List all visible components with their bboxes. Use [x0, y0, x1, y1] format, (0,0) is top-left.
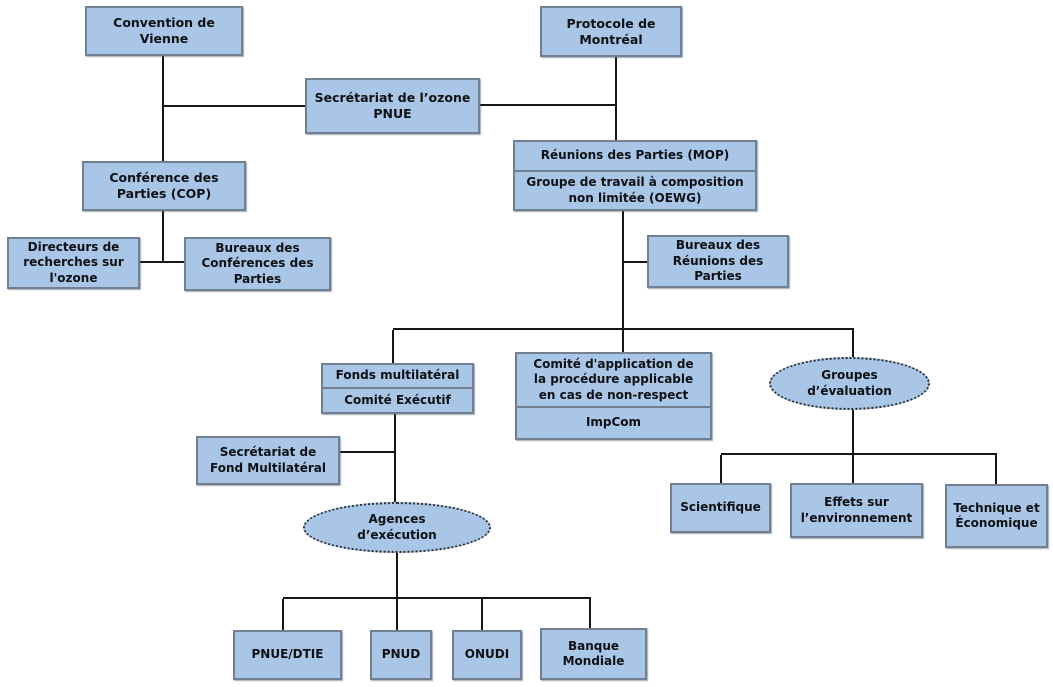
node-label: Bureaux des Conférences des Parties: [201, 240, 314, 286]
connector-line: [396, 552, 398, 598]
node-fonds-multilateral: Fonds multilatéral Comité Exécutif: [321, 363, 474, 414]
node-section-comite-executif: Comité Exécutif: [323, 387, 472, 412]
node-groupes-evaluation: Groupes d’évaluation: [769, 357, 930, 410]
node-label: Réunions des Parties (MOP): [540, 148, 730, 163]
node-pnud: PNUD: [370, 630, 432, 680]
node-label: PNUE/DTIE: [251, 647, 324, 662]
node-label: PNUD: [381, 647, 421, 662]
node-label: ONUDI: [464, 647, 510, 662]
node-label: Groupe de travail à composition non limi…: [526, 175, 744, 205]
node-technique-economique: Technique et Économique: [945, 484, 1048, 548]
connector-line: [392, 330, 394, 363]
node-section-mop: Réunions des Parties (MOP): [515, 142, 755, 170]
connector-line: [852, 330, 854, 357]
node-label: Directeurs de recherches sur l'ozone: [23, 239, 124, 285]
node-convention-vienne: Convention de Vienne: [85, 6, 243, 56]
node-label: Secrétariat de l’ozone PNUE: [314, 90, 471, 121]
connector-line: [720, 455, 722, 483]
connector-line: [140, 261, 184, 263]
node-label: Agences d’exécution: [357, 512, 437, 542]
node-label: Comité d'application de la procédure app…: [533, 356, 694, 402]
connector-line: [163, 105, 305, 107]
node-label: Effets sur l’environnement: [800, 495, 913, 525]
connector-line: [162, 56, 164, 161]
node-label: Conférence des Parties (COP): [109, 170, 219, 201]
node-secretariat-fond: Secrétariat de Fond Multilatéral: [196, 436, 340, 485]
connector-line: [283, 597, 591, 599]
connector-line: [615, 56, 617, 140]
node-section-fonds: Fonds multilatéral: [323, 365, 472, 387]
node-pnue-dtie: PNUE/DTIE: [233, 630, 342, 680]
node-onudi: ONUDI: [452, 630, 522, 680]
connector-line: [624, 261, 647, 263]
connector-line: [852, 410, 854, 455]
connector-line: [340, 451, 394, 453]
node-section-oewg: Groupe de travail à composition non limi…: [515, 170, 755, 209]
connector-line: [394, 413, 396, 502]
connector-line: [282, 599, 284, 630]
node-label: Convention de Vienne: [113, 15, 215, 46]
connector-line: [480, 104, 617, 106]
node-label: Groupes d’évaluation: [807, 368, 892, 398]
connector-line: [396, 599, 398, 630]
node-label: Scientifique: [680, 500, 761, 515]
node-bureaux-conferences: Bureaux des Conférences des Parties: [184, 237, 331, 291]
node-label: Technique et Économique: [953, 500, 1040, 530]
connector-line: [589, 599, 591, 630]
node-label: Protocole de Montréal: [566, 15, 656, 47]
node-section-comite-application: Comité d'application de la procédure app…: [517, 354, 710, 406]
node-agences-execution: Agences d’exécution: [303, 502, 491, 553]
node-label: ImpCom: [585, 415, 642, 430]
connector-line: [622, 211, 624, 352]
connector-line: [481, 599, 483, 630]
node-label: Comité Exécutif: [344, 392, 451, 407]
connector-line: [995, 455, 997, 484]
connector-line: [852, 455, 854, 483]
node-section-impcom: ImpCom: [517, 406, 710, 438]
node-effets-environnement: Effets sur l’environnement: [790, 483, 923, 538]
node-label: Banque Mondiale: [562, 638, 625, 668]
node-secretariat-ozone: Secrétariat de l’ozone PNUE: [305, 78, 480, 134]
node-conference-parties: Conférence des Parties (COP): [82, 161, 246, 211]
node-protocole-montreal: Protocole de Montréal: [540, 6, 682, 57]
node-scientifique: Scientifique: [670, 483, 771, 533]
node-reunions-parties: Réunions des Parties (MOP) Groupe de tra…: [513, 140, 757, 211]
node-label: Fonds multilatéral: [335, 368, 460, 383]
node-directeurs-recherches: Directeurs de recherches sur l'ozone: [7, 237, 140, 289]
node-bureaux-reunions: Bureaux des Réunions des Parties: [647, 235, 789, 288]
node-banque-mondiale: Banque Mondiale: [540, 628, 647, 680]
connector-line: [721, 453, 997, 455]
node-comite-application: Comité d'application de la procédure app…: [515, 352, 712, 440]
node-label: Bureaux des Réunions des Parties: [672, 238, 764, 284]
node-label: Secrétariat de Fond Multilatéral: [210, 445, 326, 475]
connector-line: [162, 210, 164, 263]
connector-line: [393, 328, 854, 330]
